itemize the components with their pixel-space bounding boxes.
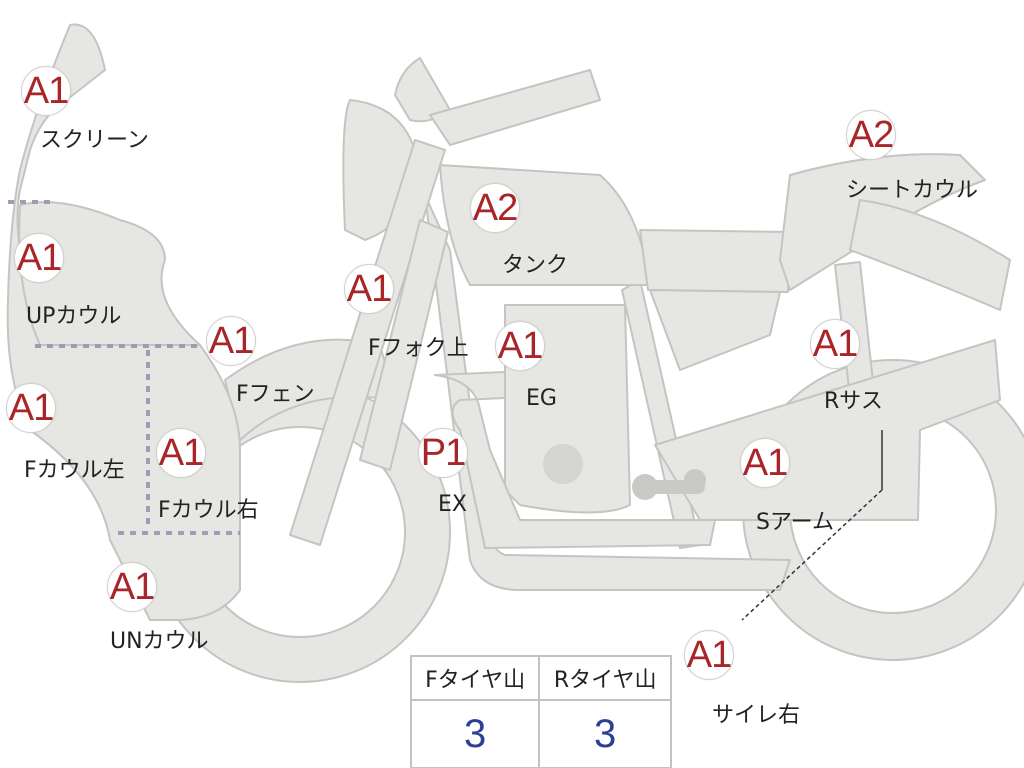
front-fork [289, 139, 446, 546]
seat [639, 229, 791, 293]
part-label: スクリーン [40, 128, 149, 153]
part-label: Fカウル左 [24, 458, 125, 483]
grade-badge: A1 [14, 233, 64, 283]
grade-badge: A1 [684, 630, 734, 680]
grade-badge: A2 [470, 183, 520, 233]
rear-tire-value: 3 [538, 699, 672, 768]
grade-badge: A1 [740, 438, 790, 488]
grade-badge: A1 [21, 66, 71, 116]
grade-badge: A1 [810, 319, 860, 369]
grade-badge: A1 [107, 562, 157, 612]
front-tire-header: Fタイヤ山 [409, 655, 541, 701]
part-label: Fフォク上 [368, 336, 469, 361]
part-label: EG [526, 386, 557, 411]
part-label: Fカウル右 [158, 498, 259, 523]
grade-badge: A1 [206, 316, 256, 366]
rear-tire-header: Rタイヤ山 [538, 655, 672, 701]
part-label: EX [438, 492, 467, 517]
grade-badge: A2 [846, 110, 896, 160]
front-fork-2 [359, 219, 449, 471]
part-label: タンク [502, 253, 569, 278]
part-label: シートカウル [846, 178, 979, 203]
part-label: Rサス [824, 389, 883, 414]
grade-badge: A1 [156, 428, 206, 478]
grade-badge: A1 [495, 321, 545, 371]
grade-badge: A1 [344, 264, 394, 314]
front-tire-value: 3 [409, 699, 541, 768]
part-label: Sアーム [756, 510, 834, 535]
part-label: Fフェン [236, 382, 315, 407]
grade-badge: P1 [418, 428, 468, 478]
tire-tread-table: Fタイヤ山 Rタイヤ山 3 3 [409, 655, 672, 768]
grade-badge: A1 [6, 383, 56, 433]
swingarm [654, 339, 1001, 521]
part-label: UNカウル [110, 629, 209, 654]
part-label: サイレ右 [712, 703, 801, 728]
exhaust-pipe [434, 371, 716, 549]
part-label: UPカウル [26, 304, 122, 329]
